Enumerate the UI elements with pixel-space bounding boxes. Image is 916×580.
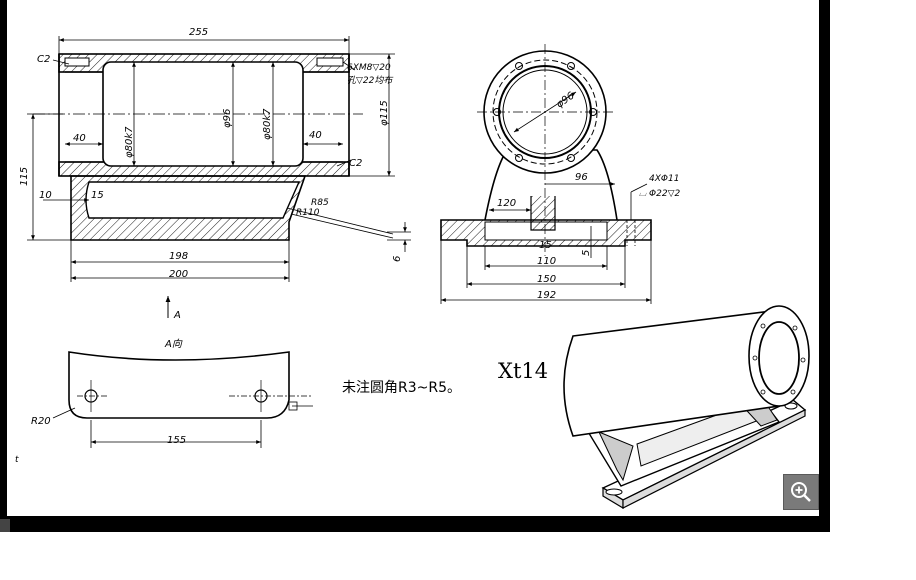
isometric-render xyxy=(555,305,815,516)
dim-thread-note: 孔▽22均布 xyxy=(347,75,394,86)
dim-40-left: 40 xyxy=(73,133,86,144)
dim-c2-bottom: C2 xyxy=(349,158,362,169)
bottom-dim-r20: R20 xyxy=(31,416,51,427)
corner-mark xyxy=(0,519,10,532)
side-dim-110: 110 xyxy=(537,256,556,267)
dim-phi80-right: φ80k7 xyxy=(262,108,273,140)
bottom-dim-155: 155 xyxy=(167,435,186,446)
dim-phi115: φ115 xyxy=(379,100,390,126)
dim-200: 200 xyxy=(169,269,188,280)
view-arrow-label: A xyxy=(173,310,181,321)
side-dim-150: 150 xyxy=(537,274,556,285)
side-dim-holes: 4XΦ11 xyxy=(649,174,679,184)
drawing-sheet: 255 C2 6XM8▽20 孔▽22均布 φ80k7 φ96 φ80k7 40… xyxy=(7,0,819,516)
zoom-in-icon xyxy=(791,482,811,502)
side-dim-120: 120 xyxy=(497,198,516,209)
side-view xyxy=(440,44,652,304)
dim-phi80-left: φ80k7 xyxy=(124,126,135,158)
bottom-view-labels: A向 R20 155 xyxy=(31,338,186,446)
bottom-view-title: A向 xyxy=(164,338,183,350)
dim-255: 255 xyxy=(189,27,208,38)
dim-40-right: 40 xyxy=(309,130,322,141)
side-dim-15: 15 xyxy=(539,240,552,251)
dim-6: 6 xyxy=(392,256,403,262)
dim-thread: 6XM8▽20 xyxy=(347,63,391,73)
dim-15: 15 xyxy=(91,190,104,201)
dim-r110: R110 xyxy=(296,208,320,218)
zoom-in-button[interactable] xyxy=(783,474,819,510)
side-dim-5: 5 xyxy=(581,250,592,256)
side-dim-96: 96 xyxy=(575,172,588,183)
side-dim-counterbore: ⌴ Φ22▽2 xyxy=(639,189,681,199)
small-mark: t xyxy=(15,455,19,465)
side-dim-192: 192 xyxy=(537,290,556,301)
fillet-note: 未注圆角R3~R5。 xyxy=(342,380,461,396)
dim-198: 198 xyxy=(169,251,188,262)
dim-115: 115 xyxy=(19,167,30,186)
front-view xyxy=(27,36,411,318)
bottom-plate xyxy=(68,351,290,419)
technical-drawing: 255 C2 6XM8▽20 孔▽22均布 φ80k7 φ96 φ80k7 40… xyxy=(15,27,815,516)
model-label: Xt14 xyxy=(498,359,548,383)
dim-10: 10 xyxy=(39,190,52,201)
front-view-labels: 255 C2 6XM8▽20 孔▽22均布 φ80k7 φ96 φ80k7 40… xyxy=(19,27,403,321)
iso-cylinder xyxy=(563,309,780,437)
bottom-view xyxy=(52,351,313,448)
image-frame: 255 C2 6XM8▽20 孔▽22均布 φ80k7 φ96 φ80k7 40… xyxy=(0,0,830,532)
dim-r85: R85 xyxy=(311,198,329,208)
front-base-cavity xyxy=(85,181,301,219)
dim-c2-top: C2 xyxy=(37,54,50,65)
dim-phi96: φ96 xyxy=(222,109,233,128)
